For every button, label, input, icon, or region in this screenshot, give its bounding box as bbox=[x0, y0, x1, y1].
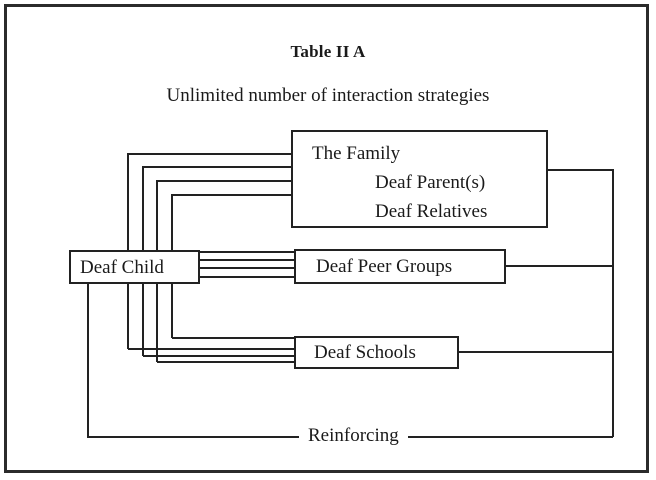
deaf-child-label: Deaf Child bbox=[80, 257, 164, 278]
reinforcing-label: Reinforcing bbox=[299, 425, 408, 447]
node-the-family[interactable]: The Family Deaf Parent(s) Deaf Relatives bbox=[291, 130, 548, 228]
deaf-schools-label: Deaf Schools bbox=[314, 342, 416, 363]
edge-family-child-3 bbox=[156, 180, 291, 362]
deaf-peer-groups-label: Deaf Peer Groups bbox=[316, 256, 453, 277]
edge-family-child-2 bbox=[142, 166, 291, 356]
edge-family-child-4 bbox=[171, 194, 291, 338]
edge-child-bus bbox=[87, 284, 613, 438]
node-deaf-child[interactable]: Deaf Child bbox=[69, 250, 200, 284]
family-line-3: Deaf Relatives bbox=[375, 201, 488, 222]
edge-family-child-1 bbox=[127, 153, 291, 349]
figure-title: Table II A bbox=[290, 42, 366, 61]
family-line-1: The Family bbox=[312, 143, 401, 164]
node-deaf-peer-groups[interactable]: Deaf Peer Groups bbox=[294, 249, 506, 284]
family-line-2: Deaf Parent(s) bbox=[375, 172, 486, 193]
figure-border bbox=[4, 4, 649, 473]
edge-family-bus bbox=[548, 169, 614, 437]
node-deaf-schools[interactable]: Deaf Schools bbox=[294, 336, 459, 369]
figure-subtitle: Unlimited number of interaction strategi… bbox=[166, 85, 490, 106]
